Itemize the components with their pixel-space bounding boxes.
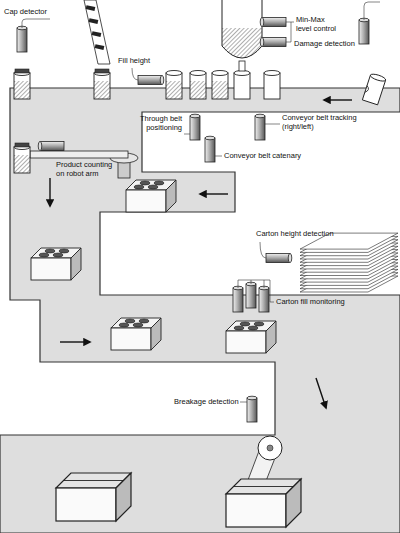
jar-empty <box>234 71 250 100</box>
jar-capped <box>14 69 30 99</box>
callout-label: Conveyor belt catenary <box>224 152 324 161</box>
filling-tank <box>222 0 262 58</box>
sensor-cable <box>215 156 222 157</box>
sensor-cable <box>260 242 266 258</box>
jar-empty <box>264 71 280 100</box>
conveyor-floor <box>0 88 400 533</box>
catenary-sensor <box>205 136 215 162</box>
callout-label: Breakage detection <box>174 398 244 407</box>
sensor-cable <box>184 134 190 135</box>
carton-fill-sensor <box>246 282 256 308</box>
dent <box>365 86 370 93</box>
carton-height-sensor <box>266 254 292 263</box>
sensor-cable <box>132 68 138 80</box>
damage-sensor <box>359 18 369 44</box>
jar-filled <box>166 71 182 100</box>
carton-open <box>126 180 176 212</box>
carton-fill-sensor <box>233 286 243 312</box>
carton-open <box>111 318 161 350</box>
callout-label: Conveyor belt tracking (right/left) <box>282 114 366 131</box>
callout-label: Carton height detection <box>256 230 356 239</box>
through-belt-sensor <box>190 114 200 140</box>
cap-sensor <box>17 26 27 52</box>
cap <box>89 18 99 24</box>
carton-fill-sensor <box>259 286 269 312</box>
jar-capped <box>94 69 110 99</box>
callout-label: Fill height <box>118 57 168 66</box>
belt-tracking-sensor <box>255 114 265 140</box>
jar-filled <box>212 71 228 100</box>
carton-open <box>31 248 81 280</box>
tape-roller <box>258 436 282 460</box>
level-sensor-min <box>260 38 286 47</box>
carton-open <box>226 321 276 353</box>
jar-filled <box>190 71 206 100</box>
carton-closed <box>226 479 301 527</box>
flow-arrow <box>200 193 228 194</box>
callout-label: Carton fill monitoring <box>276 298 376 307</box>
flow-arrow <box>316 378 326 408</box>
sensor-cable <box>240 402 247 403</box>
roller-hub <box>267 445 273 451</box>
sensor-cable <box>364 2 380 20</box>
sensor-cable <box>265 124 280 125</box>
counting-sensor <box>38 142 64 151</box>
jar-capped <box>14 143 30 173</box>
fill-height-sensor <box>138 76 164 85</box>
carton-closed <box>56 473 131 521</box>
tank-liquid <box>222 28 262 58</box>
tank-spout <box>239 61 245 71</box>
callout-label: Min-Max level control <box>296 16 342 33</box>
flow-arrow <box>60 341 90 342</box>
callout-label: Damage detection <box>294 40 360 49</box>
sensor-cable <box>22 19 50 28</box>
flow-arrow <box>324 99 352 100</box>
cap <box>86 5 96 11</box>
sensor-cable <box>238 280 274 302</box>
robot-arm <box>30 151 128 158</box>
callout-label: Product counting on robot arm <box>56 161 116 178</box>
jar-empty <box>362 73 386 105</box>
cap <box>92 31 102 37</box>
flow-arrow <box>49 178 50 206</box>
breakage-sensor <box>247 396 257 422</box>
callout-label: Cap detector <box>4 8 64 17</box>
callout-label: Through belt positioning <box>134 115 182 132</box>
cap-chute <box>84 0 110 64</box>
damaged-jar <box>362 73 386 105</box>
cap <box>95 44 105 50</box>
level-sensor-max <box>260 18 286 27</box>
sensor-cable <box>286 22 294 42</box>
